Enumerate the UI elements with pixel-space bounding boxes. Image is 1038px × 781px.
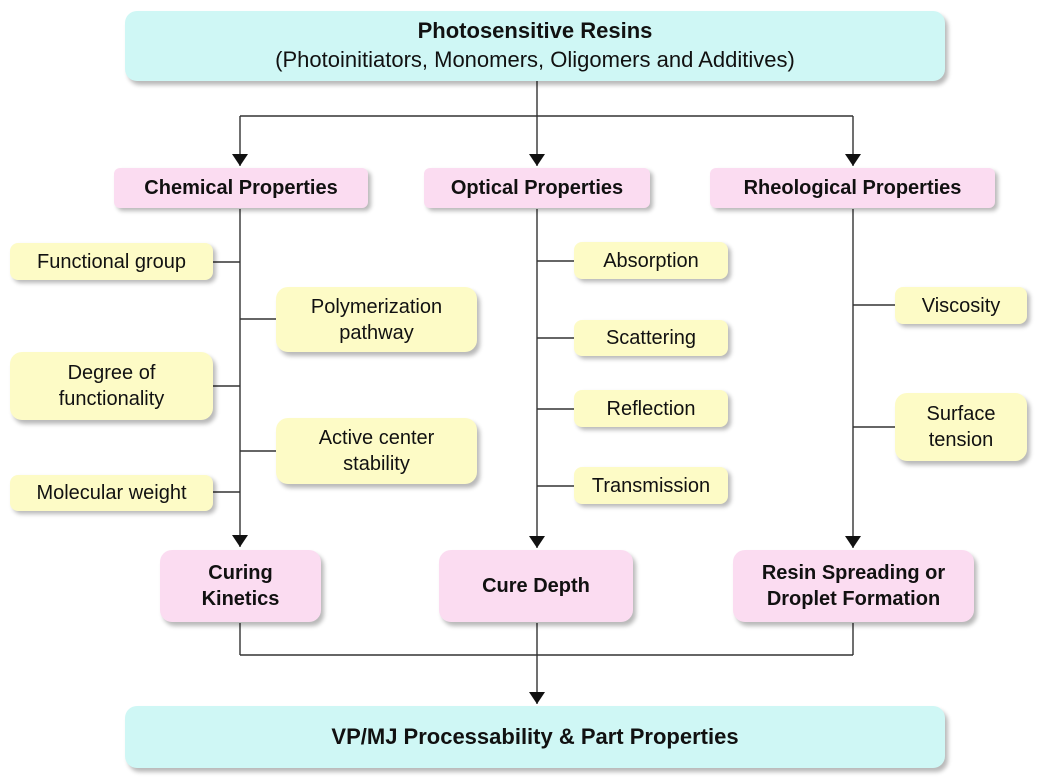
curing-kinetics-line2: Kinetics [201,588,280,610]
rheological-properties-box: Rheological Properties [710,168,995,208]
chemical-properties-box: Chemical Properties [114,168,368,208]
source-subtitle: (Photoinitiators, Monomers, Oligomers an… [275,47,795,72]
active-center-stability-line2: stability [343,453,410,475]
active-center-stability-line1: Active center [318,427,435,449]
functional-group-box: Functional group [10,243,213,280]
surface-tension-line1: Surface [926,403,996,425]
molecular-weight-box: Molecular weight [10,475,213,511]
resin-spreading-line2: Droplet Formation [766,588,941,610]
viscosity-label: Viscosity [921,294,1001,317]
curing-kinetics-line1: Curing [208,562,273,584]
processability-box: VP/MJ Processability & Part Properties [125,706,945,768]
surface-tension-line2: tension [928,429,994,451]
absorption-box: Absorption [574,242,728,279]
cure-depth-box: Cure Depth [439,550,633,622]
reflection-label: Reflection [606,397,696,420]
transmission-label: Transmission [591,474,711,497]
rheological-properties-label: Rheological Properties [743,177,962,199]
scattering-label: Scattering [605,327,697,349]
scattering-box: Scattering [574,320,728,356]
optical-properties-label: Optical Properties [450,177,624,199]
viscosity-box: Viscosity [895,287,1027,324]
photosensitive-resins-box: Photosensitive Resins (Photoinitiators, … [125,11,945,81]
degree-of-functionality-line1: Degree of [67,362,156,384]
transmission-box: Transmission [574,467,728,504]
curing-kinetics-box: Curing Kinetics [160,550,321,622]
surface-tension-box: Surface tension [895,393,1027,461]
polymerization-pathway-box: Polymerization pathway [276,287,477,352]
reflection-box: Reflection [574,390,728,427]
resin-spreading-line1: Resin Spreading or [761,562,946,584]
polymerization-pathway-line1: Polymerization [310,295,443,318]
source-title: Photosensitive Resins [417,18,653,44]
optical-properties-box: Optical Properties [424,168,650,208]
molecular-weight-label: Molecular weight [36,482,187,504]
processability-label: VP/MJ Processability & Part Properties [331,723,739,749]
absorption-label: Absorption [603,249,699,272]
chemical-properties-label: Chemical Properties [144,177,338,199]
resin-spreading-box: Resin Spreading or Droplet Formation [733,550,974,622]
functional-group-label: Functional group [37,250,186,273]
cure-depth-label: Cure Depth [482,575,590,597]
degree-of-functionality-line2: functionality [58,388,165,410]
polymerization-pathway-line2: pathway [339,321,414,344]
active-center-stability-box: Active center stability [276,418,477,484]
degree-of-functionality-box: Degree of functionality [10,352,213,420]
